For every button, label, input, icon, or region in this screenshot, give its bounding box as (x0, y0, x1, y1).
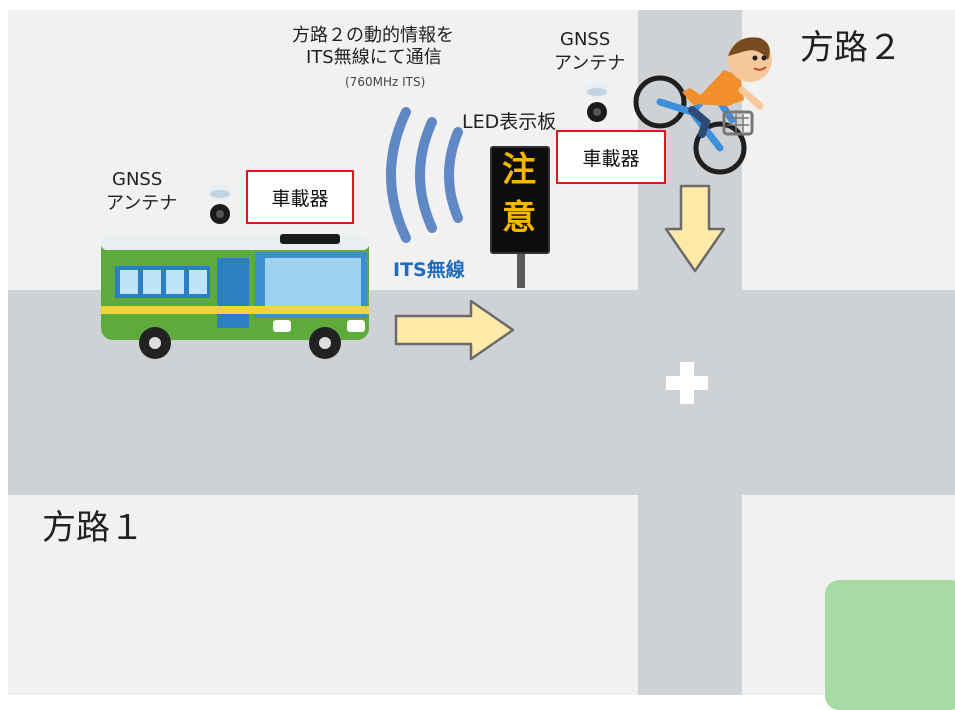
bus-gnss-label-line2: アンテナ (106, 193, 178, 214)
ground-bottom-left (8, 495, 638, 695)
led-sign-pole (517, 250, 525, 288)
led-sign-icon: 注 意 (490, 146, 550, 254)
road1-label: 方路１ (42, 508, 144, 548)
comm-caption-line2: ITS無線にて通信 (306, 47, 442, 68)
grass-area (825, 580, 955, 710)
bicycle-rider-icon (633, 37, 772, 175)
bus-gnss-label-line1: GNSS (112, 169, 163, 190)
its-wireless-label: ITS無線 (393, 259, 465, 281)
intersection-cross-h (666, 376, 708, 390)
bike-onboard-unit: 車載器 (556, 130, 666, 184)
gnss-antenna-icon (584, 82, 610, 122)
road2-label: 方路２ (800, 28, 902, 68)
sign-char-2: 意 (502, 198, 536, 238)
sign-char-1: 注 (502, 150, 536, 190)
radio-waves-icon (386, 107, 463, 243)
gnss-antenna-icon (207, 184, 233, 224)
comm-frequency: (760MHz ITS) (345, 75, 426, 89)
bus-icon (101, 234, 369, 359)
arrow-down-icon (664, 184, 726, 273)
bus-onboard-unit: 車載器 (246, 170, 354, 224)
comm-caption-line1: 方路２の動的情報を (292, 25, 454, 46)
intersection-diagram: 方路１ 方路２ 方路２の動的情報を ITS無線にて通信 (760MHz ITS)… (8, 10, 955, 710)
bike-gnss-label-line2: アンテナ (554, 53, 626, 74)
ground-top-right (742, 10, 955, 290)
bike-gnss-label-line1: GNSS (560, 29, 611, 50)
arrow-right-icon (394, 299, 515, 361)
led-board-label: LED表示板 (462, 111, 557, 133)
